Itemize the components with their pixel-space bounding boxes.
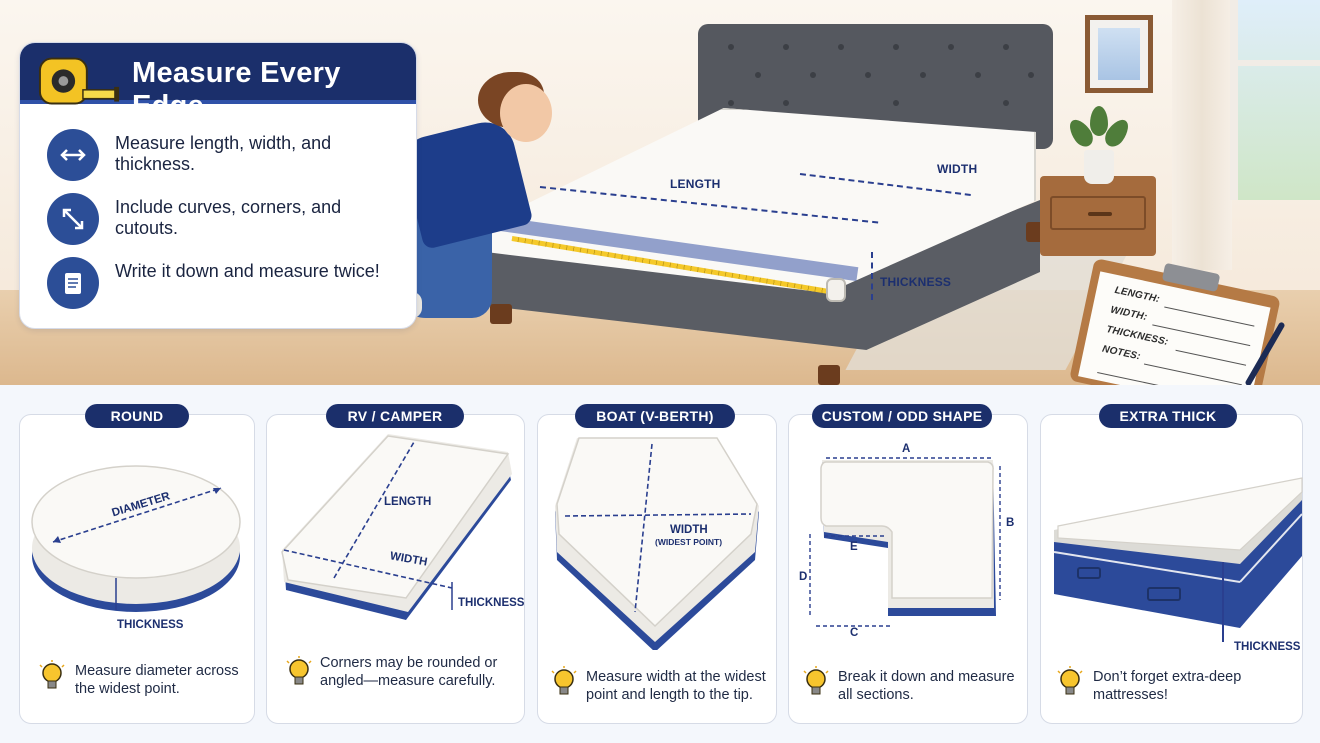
clipboard-thickness-row: THICKNESS: bbox=[1105, 324, 1170, 348]
window bbox=[1230, 0, 1320, 200]
card-extra-thick-title: EXTRA THICK bbox=[1099, 404, 1237, 428]
boat-width-label: WIDTH bbox=[670, 524, 708, 536]
extra-thick-mattress-diagram: THICKNESS bbox=[1053, 477, 1303, 650]
card-rv-title: RV / CAMPER bbox=[326, 404, 464, 428]
nightstand bbox=[1040, 176, 1156, 256]
card-round-note: Measure diameter across the widest point… bbox=[75, 663, 239, 697]
info-item-dimensions: Measure length, width, and thickness. bbox=[47, 129, 407, 183]
clipboard: LENGTH: WIDTH: THICKNESS: NOTES: bbox=[1069, 258, 1281, 385]
clipboard-notes-row: NOTES: bbox=[1101, 343, 1142, 363]
lightbulb-icon bbox=[551, 666, 577, 695]
lightbulb-icon bbox=[286, 656, 312, 685]
plant-leaf-icon bbox=[1090, 106, 1108, 136]
boat-mattress-diagram: WIDTH (WIDEST POINT) bbox=[555, 437, 759, 650]
boat-width-sub-label: (WIDEST POINT) bbox=[655, 537, 722, 547]
card-round-title: ROUND bbox=[85, 404, 189, 428]
card-extra-thick-note: Don’t forget extra-deep mattresses! bbox=[1093, 669, 1242, 703]
person-head bbox=[500, 84, 552, 142]
custom-e-label: E bbox=[850, 541, 858, 553]
info-item-text: Measure length, width, and thickness. bbox=[115, 133, 332, 174]
bed-leg bbox=[490, 304, 512, 324]
card-rv-note: Corners may be rounded or angled—measure… bbox=[320, 655, 498, 689]
custom-a-label: A bbox=[902, 443, 910, 455]
rv-mattress-diagram: LENGTH WIDTH THICKNESS bbox=[281, 434, 525, 620]
diagonal-arrow-icon bbox=[47, 193, 99, 245]
info-item-write-down: Write it down and measure twice! bbox=[47, 257, 407, 311]
wall-picture-icon bbox=[1085, 15, 1153, 93]
info-item-text: Include curves, corners, and cutouts. bbox=[115, 197, 342, 238]
rv-thickness-label: THICKNESS bbox=[458, 597, 525, 609]
info-item-text: Write it down and measure twice! bbox=[115, 261, 380, 281]
card-custom-note: Break it down and measure all sections. bbox=[838, 669, 1015, 703]
scene-width-label: WIDTH bbox=[937, 162, 978, 176]
double-arrow-icon bbox=[47, 129, 99, 181]
card-custom-title: CUSTOM / ODD SHAPE bbox=[812, 404, 992, 428]
clipboard-paper: LENGTH: WIDTH: THICKNESS: NOTES: bbox=[1078, 271, 1271, 385]
lightbulb-icon bbox=[1057, 666, 1083, 695]
extra-thick-thickness-label: THICKNESS bbox=[1234, 641, 1301, 650]
curtain bbox=[1172, 0, 1232, 270]
notepad-icon bbox=[47, 257, 99, 309]
plant-pot-icon bbox=[1084, 150, 1114, 184]
info-panel: Measure Every Edge Measure length, width… bbox=[19, 42, 417, 329]
custom-c-label: C bbox=[850, 627, 858, 639]
custom-mattress-diagram: A B C D E bbox=[799, 443, 1014, 639]
round-mattress-diagram: DIAMETER THICKNESS bbox=[31, 465, 241, 631]
bed-leg bbox=[818, 365, 840, 385]
custom-d-label: D bbox=[799, 571, 807, 583]
rv-length-label: LENGTH bbox=[384, 496, 431, 508]
lightbulb-icon bbox=[39, 660, 65, 689]
tape-measure-case-icon bbox=[826, 278, 846, 302]
tape-measure-icon bbox=[38, 57, 120, 105]
scene-thickness-label: THICKNESS bbox=[880, 275, 952, 289]
card-boat-title: BOAT (V-BERTH) bbox=[575, 404, 735, 428]
info-title: Measure Every Edge bbox=[132, 57, 341, 122]
clipboard-length-row: LENGTH: bbox=[1113, 284, 1161, 306]
custom-b-label: B bbox=[1006, 517, 1014, 529]
bedroom-scene: LENGTH WIDTH THICKNESS LENGTH: WIDTH: TH… bbox=[0, 0, 1320, 385]
lightbulb-icon bbox=[803, 666, 829, 695]
thickness-dimension-line bbox=[871, 252, 873, 300]
info-item-curves: Include curves, corners, and cutouts. bbox=[47, 193, 407, 247]
round-thickness-label: THICKNESS bbox=[117, 619, 184, 631]
clipboard-width-row: WIDTH: bbox=[1109, 304, 1149, 324]
scene-length-label: LENGTH bbox=[670, 177, 721, 191]
card-boat-note: Measure width at the widest point and le… bbox=[586, 669, 766, 703]
